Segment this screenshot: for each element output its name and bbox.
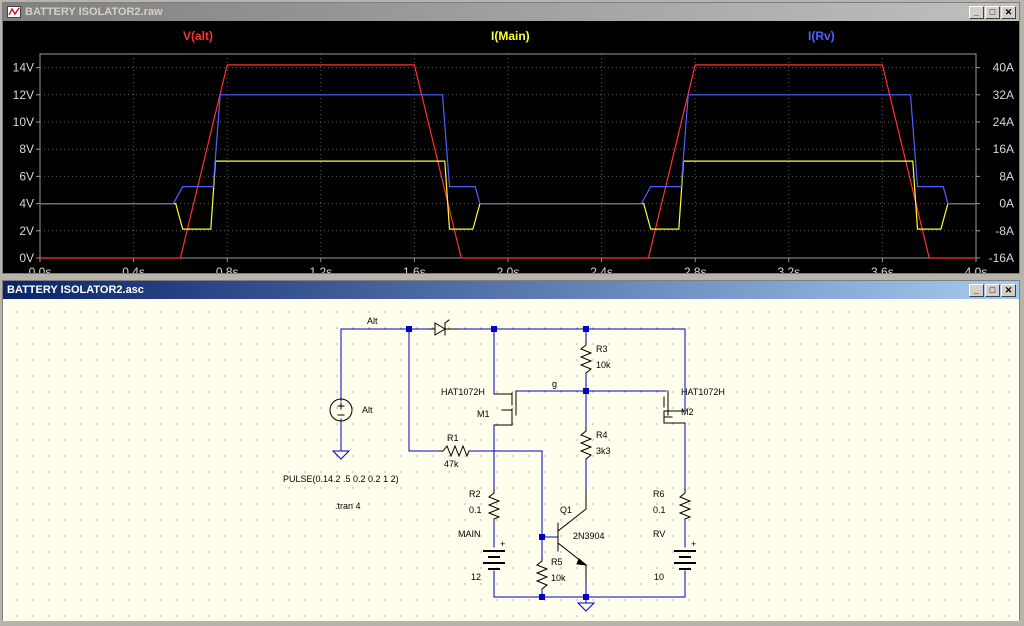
- wires[interactable]: [340, 328, 686, 598]
- waveform-icon: [7, 6, 21, 18]
- net-label-g: g: [552, 379, 557, 389]
- y-right-tick-label: 0A: [999, 197, 1014, 211]
- legend-imain[interactable]: I(Main): [491, 29, 530, 43]
- schematic-titlebar[interactable]: BATTERY ISOLATOR2.asc _ □ ✕: [3, 281, 1019, 299]
- waveform-titlebar[interactable]: BATTERY ISOLATOR2.raw _ □ ✕: [3, 3, 1019, 21]
- y-left-tick-label: 10V: [13, 115, 34, 129]
- x-tick-label: 4.0s: [965, 265, 988, 273]
- y-right-tick-label: 24A: [993, 115, 1014, 129]
- main-plus: +: [500, 539, 505, 549]
- legend-irv[interactable]: I(Rv): [808, 29, 835, 43]
- main-battery-value: 12: [471, 572, 481, 582]
- y-right-tick-label: 16A: [993, 142, 1014, 156]
- x-tick-label: 0.8s: [216, 265, 239, 273]
- y-left-tick-label: 12V: [13, 88, 34, 102]
- x-tick-label: 3.6s: [871, 265, 894, 273]
- x-tick-label: 2.4s: [590, 265, 613, 273]
- rv-battery-value: 10: [654, 572, 664, 582]
- y-left-tick-label: 0V: [19, 251, 34, 265]
- q1-model: 2N3904: [573, 531, 605, 541]
- legend-valt[interactable]: V(alt): [183, 29, 213, 43]
- y-left-tick-label: 6V: [19, 169, 34, 183]
- tran-directive: .tran 4: [335, 501, 361, 511]
- x-tick-label: 2.0s: [497, 265, 520, 273]
- x-tick-label: 1.2s: [309, 265, 332, 273]
- r1-value: 47k: [444, 459, 459, 469]
- m1-name: M1: [477, 409, 490, 419]
- r2-name: R2: [469, 489, 481, 499]
- close-button[interactable]: ✕: [1001, 283, 1016, 297]
- battery-icons[interactable]: [483, 550, 696, 570]
- r5-value: 10k: [551, 573, 566, 583]
- minimize-button[interactable]: _: [969, 5, 984, 19]
- x-tick-label: 3.2s: [777, 265, 800, 273]
- restore-button[interactable]: □: [985, 283, 1000, 297]
- voltage-source-alt[interactable]: [329, 398, 353, 422]
- source-label: Alt: [362, 405, 373, 415]
- rv-plus: +: [691, 539, 696, 549]
- r4-name: R4: [596, 430, 608, 440]
- bjt-q1[interactable]: [557, 488, 588, 584]
- resistors[interactable]: [438, 340, 692, 590]
- minimize-button[interactable]: _: [969, 283, 984, 297]
- y-right-tick-label: 32A: [993, 88, 1014, 102]
- waveform-chart: 0.0s 0.4s 0.8s 1.2s 1.6s 2.0s 2.4s 2.8s 3.2s 3.6s…: [13, 29, 1014, 279]
- r4-value: 3k3: [596, 446, 611, 456]
- schematic-canvas[interactable]: Alt g Alt PULSE(0.14.2 .5 0.2 0.2 1 2) .…: [3, 299, 1019, 621]
- y-left-tick-label: 8V: [19, 142, 34, 156]
- ground-icon: [331, 450, 596, 612]
- main-battery-name: MAIN: [458, 529, 481, 539]
- plot-frame: [39, 53, 977, 259]
- r6-value: 0.1: [653, 505, 666, 515]
- x-tick-label: 0.4s: [122, 265, 145, 273]
- x-tick-label: 0.0s: [29, 265, 52, 273]
- y-left-tick-label: 4V: [19, 197, 34, 211]
- waveform-window: BATTERY ISOLATOR2.raw _ □ ✕ 0.0s 0.4s 0.8s…: [2, 2, 1020, 279]
- r2-value: 0.1: [469, 505, 482, 515]
- waveform-plot-area[interactable]: 0.0s 0.4s 0.8s 1.2s 1.6s 2.0s 2.4s 2.8s 3.2s 3.6s…: [3, 21, 1019, 279]
- x-tick-label: 1.6s: [403, 265, 426, 273]
- r5-name: R5: [551, 557, 563, 567]
- net-label-alt: Alt: [367, 316, 378, 326]
- y-left-tick-label: 2V: [19, 224, 34, 238]
- m1-model: HAT1072H: [441, 387, 485, 397]
- restore-button[interactable]: □: [985, 5, 1000, 19]
- r3-value: 10k: [596, 360, 611, 370]
- close-button[interactable]: ✕: [1001, 5, 1016, 19]
- trace-irv[interactable]: [40, 94, 976, 205]
- x-tick-label: 2.8s: [684, 265, 707, 273]
- y-right-tick-label: 8A: [999, 169, 1014, 183]
- trace-valt[interactable]: [40, 64, 976, 259]
- r1-name: R1: [447, 433, 459, 443]
- schematic-window: BATTERY ISOLATOR2.asc _ □ ✕: [2, 280, 1020, 621]
- plot-grid: [39, 54, 977, 259]
- diode-symbol[interactable]: [427, 319, 459, 336]
- m2-name: M2: [681, 407, 694, 417]
- source-spec: PULSE(0.14.2 .5 0.2 0.2 1 2): [283, 474, 399, 484]
- waveform-window-title: BATTERY ISOLATOR2.raw: [25, 6, 163, 18]
- m2-model: HAT1072H: [681, 387, 725, 397]
- r3-name: R3: [596, 344, 608, 354]
- rv-battery-name: RV: [653, 529, 665, 539]
- schematic-window-title: BATTERY ISOLATOR2.asc: [7, 284, 144, 296]
- y-right-tick-label: -16A: [989, 251, 1014, 265]
- y-right-tick-label: -8A: [995, 224, 1014, 238]
- mosfet-symbols[interactable]: [493, 390, 686, 426]
- q1-name: Q1: [560, 505, 572, 515]
- y-right-tick-label: 40A: [993, 61, 1014, 75]
- r6-name: R6: [653, 489, 665, 499]
- y-left-tick-label: 14V: [13, 61, 34, 75]
